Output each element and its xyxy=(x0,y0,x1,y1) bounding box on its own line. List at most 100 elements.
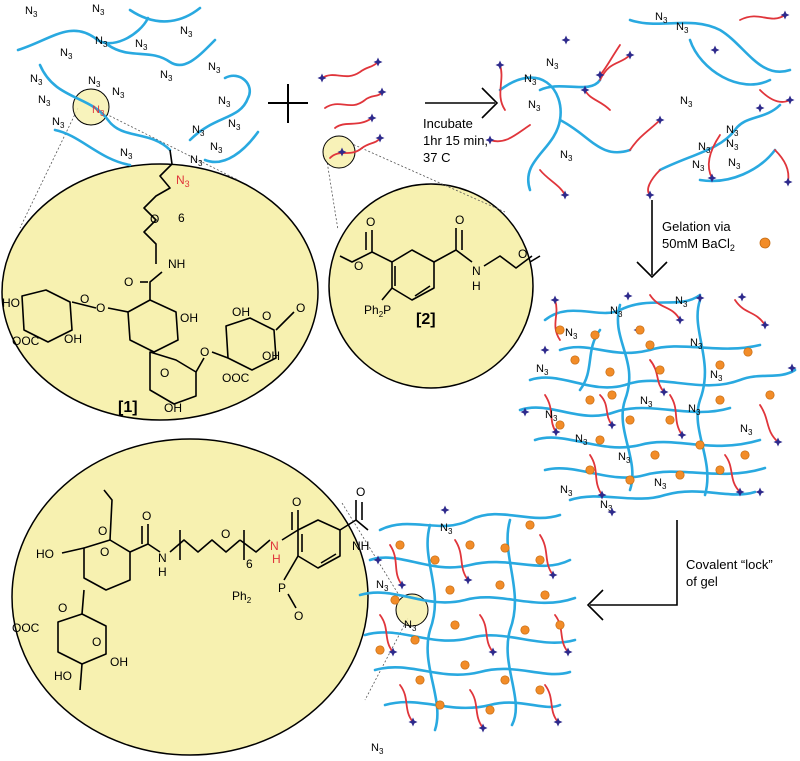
highlight-circle-crosslink xyxy=(395,593,429,627)
phosphine-star-icon xyxy=(659,387,669,397)
hydroxyl-label: OH xyxy=(110,655,128,669)
ionic-gel-linker-strands xyxy=(544,294,779,496)
phosphine-star-icon xyxy=(607,507,617,517)
azide-label: N3 xyxy=(60,47,73,61)
azide-label: N3 xyxy=(546,57,559,71)
azide-label: N3 xyxy=(92,3,105,17)
barium-ion-icon xyxy=(715,465,725,475)
azide-label: N3 xyxy=(210,141,223,155)
azide-label: N3 xyxy=(698,141,711,155)
oxygen-atom: O xyxy=(124,275,133,289)
azide-label-highlighted: N3 xyxy=(92,104,105,118)
barium-ion-icon xyxy=(585,395,595,405)
phosphine-star-icon xyxy=(337,147,347,157)
azide-label: N3 xyxy=(640,395,653,409)
phosphine-star-icon xyxy=(488,647,498,657)
phosphine-star-icon xyxy=(595,70,605,80)
oxygen-atom: O xyxy=(518,247,527,261)
phosphine-star-icon xyxy=(755,103,765,113)
ionic-gel-azide-labels: N3 N3 N3 N3 N3 N3 N3 N3 N3 N3 N3 N3 N3 N… xyxy=(536,295,753,513)
phosphine-star-icon xyxy=(607,420,617,430)
phosphine-star-icon xyxy=(710,45,720,55)
phosphine-star-icon xyxy=(787,363,797,373)
azide-atom-label: N3 xyxy=(176,173,190,189)
amide-h-label: H xyxy=(158,565,167,579)
azide-label: N3 xyxy=(740,423,753,437)
phosphine-star-icon xyxy=(773,437,783,447)
phosphine-star-icon xyxy=(735,487,745,497)
gelation-arrow xyxy=(636,200,668,279)
amide-n-highlighted: N xyxy=(270,539,279,553)
phosphine-star-icon xyxy=(367,113,377,123)
peg-repeat-label: 6 xyxy=(178,211,185,225)
barium-ion-icon xyxy=(520,625,530,635)
phosphine-star-icon xyxy=(478,723,488,733)
azide-label: N3 xyxy=(228,118,241,132)
covalent-lock-label: Covalent “lock” xyxy=(686,557,773,572)
compound-2-label: [2] xyxy=(416,311,436,328)
oxygen-atom: O xyxy=(100,545,109,559)
phosphine-star-icon xyxy=(561,35,571,45)
locked-gel-linker-strands xyxy=(379,534,569,729)
azide-label: N3 xyxy=(25,5,38,19)
compound-2-structure: O O Ph2P O N H O [2] xyxy=(339,213,541,328)
azide-label: N3 xyxy=(676,21,689,35)
barium-ion-icon xyxy=(390,595,400,605)
phosphine-star-icon xyxy=(495,60,505,70)
barium-ion-icon xyxy=(535,685,545,695)
barium-ion-icon xyxy=(605,367,615,377)
barium-ion-icon xyxy=(435,700,445,710)
oxygen-atom: O xyxy=(366,215,375,229)
zoom-circle-product xyxy=(11,438,369,756)
barium-ion-icon xyxy=(655,365,665,375)
barium-ion-icon xyxy=(759,237,771,249)
azide-label: N3 xyxy=(376,579,389,593)
hydroxyl-label: OH xyxy=(64,332,82,346)
phosphine-star-icon xyxy=(373,57,383,67)
barium-ion-icon xyxy=(415,675,425,685)
azide-label: N3 xyxy=(112,86,125,100)
azide-label: N3 xyxy=(95,35,108,49)
azide-label: N3 xyxy=(545,409,558,423)
phosphine-star-icon xyxy=(553,717,563,727)
azide-label: N3 xyxy=(675,295,688,309)
azide-label: N3 xyxy=(565,327,578,341)
azide-label: N3 xyxy=(38,94,51,108)
hydroxyl-label: OH xyxy=(232,305,250,319)
barium-ion-icon xyxy=(590,330,600,340)
phosphine-star-icon xyxy=(540,345,550,355)
barium-ion-icon xyxy=(535,555,545,565)
oxygen-atom: O xyxy=(150,212,159,226)
azide-label: N3 xyxy=(30,73,43,87)
hydroxyl-label: HO xyxy=(54,669,72,683)
oxygen-atom: O xyxy=(294,609,303,623)
phosphine-star-icon xyxy=(520,407,530,417)
azide-label: N3 xyxy=(440,522,453,536)
oxygen-atom: O xyxy=(80,292,89,306)
azide-label: N3 xyxy=(618,451,631,465)
barium-ion-icon xyxy=(525,520,535,530)
carboxylate-label: OOC xyxy=(12,334,40,348)
phosphine-star-icon xyxy=(677,430,687,440)
oxygen-atom: O xyxy=(292,495,301,509)
incubate-arrow xyxy=(425,87,499,119)
phosphine-star-icon xyxy=(548,570,558,580)
phosphine-star-icon xyxy=(563,647,573,657)
azide-label: N3 xyxy=(560,484,573,498)
barium-ion-icon xyxy=(695,440,705,450)
azide-label: N3 xyxy=(135,38,148,52)
azide-label: N3 xyxy=(88,75,101,89)
azide-label: N3 xyxy=(654,477,667,491)
plus-icon xyxy=(268,84,308,123)
azide-label: N3 xyxy=(190,154,203,168)
azide-label: N3 xyxy=(160,69,173,83)
highlight-circle-azide xyxy=(72,88,110,126)
covalent-lock-arrow xyxy=(586,520,678,621)
zoom-circle-compound-1 xyxy=(1,163,319,421)
zoom-leader-lines xyxy=(19,107,506,701)
locked-gel-azide-labels: N3 N3 N3 N3 xyxy=(371,522,453,756)
barium-ion-icon xyxy=(375,645,385,655)
azide-label: N3 xyxy=(180,25,193,39)
hydroxyl-label: HO xyxy=(2,296,20,310)
